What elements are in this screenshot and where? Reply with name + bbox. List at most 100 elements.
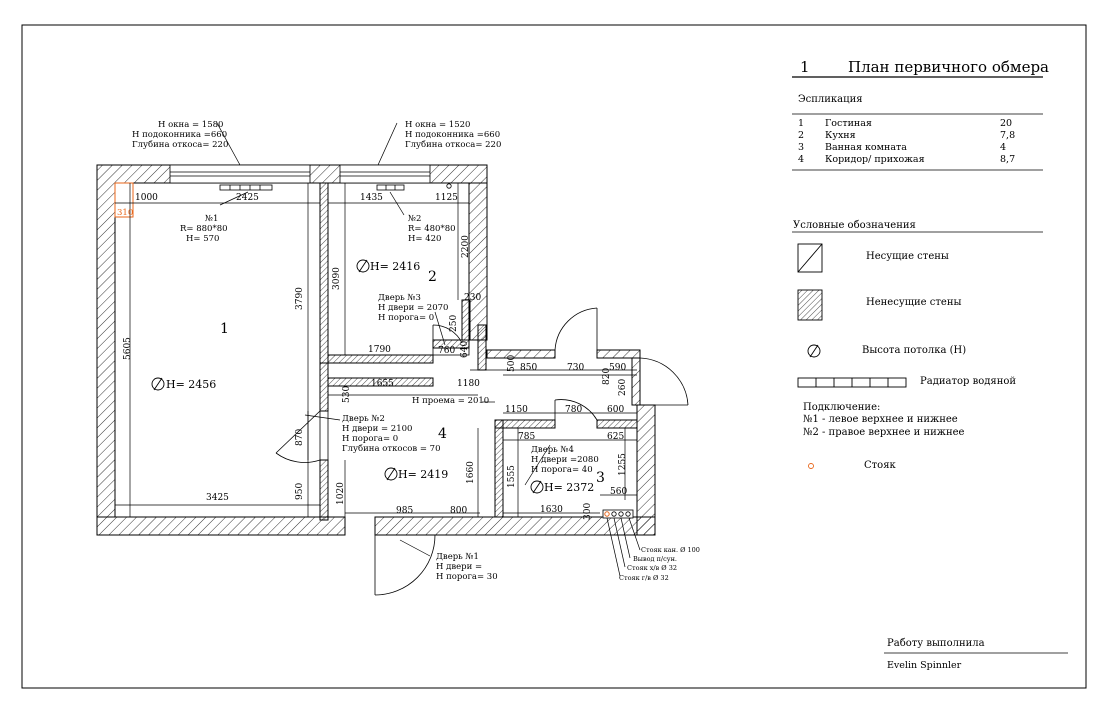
doors	[275, 307, 689, 596]
dim: 2425	[236, 193, 259, 203]
window2-line: Глубина откоса= 220	[405, 139, 501, 150]
door4-line: Н порога= 40	[531, 465, 593, 475]
partition-wall-swatch	[797, 289, 823, 321]
explication-no: 4	[798, 154, 805, 165]
legend-connection-title: Подключение:	[803, 402, 881, 413]
dim: 1660	[466, 461, 476, 484]
legend-symbols	[797, 243, 907, 469]
dim: 1000	[135, 193, 158, 203]
dim: 820	[602, 368, 612, 385]
window2-line: Н подоконника =660	[405, 130, 500, 140]
legend-connection-1: №1 - левое верхнее и нижнее	[803, 414, 958, 425]
dimension-lines	[115, 183, 637, 517]
rad1-line: H= 570	[186, 234, 219, 244]
opening-label: Н проема = 2010	[412, 396, 489, 406]
dim: 600	[607, 405, 624, 415]
explication-heading: Эспликация	[798, 94, 863, 105]
dim: 1555	[507, 465, 517, 488]
rad2-line: №2	[408, 214, 421, 224]
dim: 785	[518, 432, 535, 442]
dim: 760	[438, 346, 455, 356]
explication-no: 3	[798, 142, 805, 153]
legend-partition-walls: Ненесущие стены	[866, 297, 962, 308]
dim: 850	[520, 363, 537, 373]
window1-line: Н окна = 1580	[158, 120, 223, 130]
door4-line: Дверь №4	[531, 445, 574, 455]
ceiling-height-icon	[151, 259, 544, 494]
explication-no: 1	[798, 118, 805, 129]
explication-name: Гостиная	[825, 118, 872, 129]
sheet-title: План первичного обмера	[848, 58, 1049, 76]
dim: 780	[565, 405, 582, 415]
rad2-line: R= 480*80	[408, 224, 456, 234]
dim: 310	[117, 208, 133, 218]
risers	[446, 183, 634, 519]
dim: 1790	[368, 345, 391, 355]
legend-ceiling-height: Высота потолка (H)	[862, 345, 967, 356]
door3-line: Н порога= 0	[378, 313, 434, 323]
dim: 950	[295, 483, 305, 500]
dim: 590	[609, 363, 626, 373]
dim: 2200	[461, 235, 471, 258]
dim: 800	[450, 506, 467, 516]
dim: 1630	[540, 505, 563, 515]
dim: 3790	[295, 287, 305, 310]
signature-name: Evelin Spinnler	[887, 660, 962, 671]
legend-riser: Стояк	[864, 460, 896, 471]
sheet-number: 1	[800, 58, 810, 76]
rad1-line: R= 880*80	[180, 224, 228, 234]
height-room-4: H= 2419	[398, 468, 448, 481]
title-block-lines	[792, 76, 1068, 654]
explication-no: 2	[798, 130, 805, 141]
door1-line: Н двери =	[436, 562, 482, 572]
height-room-3: H= 2372	[544, 481, 594, 494]
explication-area: 8,7	[1000, 154, 1016, 165]
door3-line: Дверь №3	[378, 293, 421, 303]
dim: 500	[507, 355, 517, 372]
windows	[169, 164, 431, 184]
leader-lines	[216, 122, 641, 577]
window1-line: Глубина откоса= 220	[132, 139, 228, 150]
pipe-line: Стояк г/в Ø 32	[619, 574, 669, 582]
dim: 260	[618, 379, 628, 396]
bearing-wall-swatch	[797, 243, 823, 273]
ceiling-legend-icon	[807, 344, 821, 358]
dim: 1435	[360, 193, 383, 203]
dim: 985	[396, 506, 413, 516]
legend-heading: Условные обозначения	[793, 220, 916, 231]
window1-line: Н подоконника =660	[132, 130, 227, 140]
riser-legend-icon	[808, 463, 814, 469]
pipe-line: Стояк х/в Ø 32	[627, 564, 677, 572]
window2-line: Н окна = 1520	[405, 120, 470, 130]
legend-bearing-walls: Несущие стены	[866, 251, 949, 262]
door1-line: Н порога= 30	[436, 572, 498, 582]
explication-name: Ванная комната	[825, 142, 907, 153]
room-number-3: 3	[596, 470, 605, 486]
room-number-2: 2	[428, 269, 437, 285]
door2-line: Дверь №2	[342, 414, 385, 424]
dim: 625	[607, 432, 624, 442]
explication-name: Коридор/ прихожая	[825, 154, 925, 165]
sheet-frame	[21, 24, 1087, 689]
dim: 1180	[457, 379, 480, 389]
explication-area: 7,8	[1000, 130, 1016, 141]
signature-label: Работу выполнила	[887, 638, 985, 649]
dim: 250	[449, 315, 459, 332]
legend-radiator: Радиатор водяной	[920, 376, 1017, 387]
rad2-line: H= 420	[408, 234, 441, 244]
rad1-line: №1	[205, 214, 218, 224]
pipe-line: Вывод п/сун.	[633, 555, 677, 563]
dim: 5605	[123, 337, 133, 360]
dim: 3425	[206, 493, 229, 503]
explication-area: 20	[1000, 118, 1013, 129]
dim: 560	[610, 487, 627, 497]
dim: 1125	[435, 193, 458, 203]
radiators	[219, 184, 405, 191]
dim: 300	[583, 503, 593, 520]
dim: 230	[464, 293, 481, 303]
plan-labels: 1 2 3 4 H= 2456 H= 2416 H= 2419 H= 2372 …	[117, 120, 700, 582]
room-number-1: 1	[220, 321, 229, 337]
pipe-line: Стояк кан. Ø 100	[641, 546, 700, 554]
